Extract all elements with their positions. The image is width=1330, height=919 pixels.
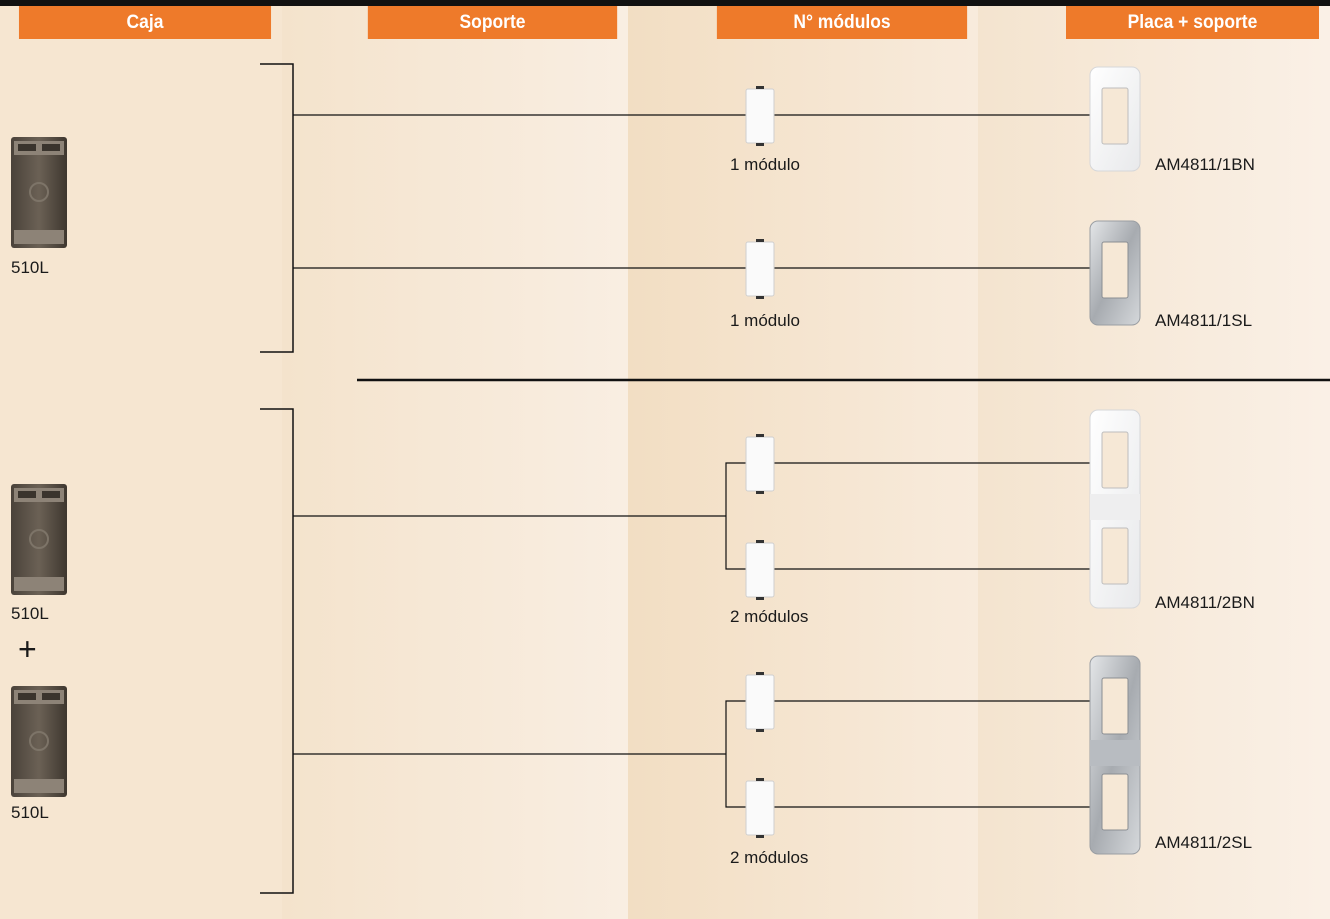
module-icon (745, 672, 775, 732)
bracket-group-1 (260, 63, 294, 353)
column-bg-soporte (282, 0, 628, 919)
box-label: 510L (11, 258, 49, 277)
top-bar (0, 0, 1330, 6)
plate-code: AM4811/2SL (1155, 833, 1253, 852)
connector-row-4 (293, 700, 1090, 808)
plate-silver-2-module-icon (1089, 655, 1141, 855)
header-modulos: N° módulos (716, 6, 968, 39)
plate-white-2-module-icon (1089, 409, 1141, 609)
header-placa: Placa + soporte (1066, 6, 1319, 39)
plate-white-1-module-icon (1089, 66, 1141, 172)
module-count-label: 2 módulos (730, 607, 809, 626)
module-icon (745, 778, 775, 838)
column-bg-modulos (628, 0, 978, 919)
module-icon (745, 434, 775, 494)
bracket-group-2 (260, 408, 294, 894)
plate-code: AM4811/2BN (1155, 593, 1255, 612)
box-510l-icon (11, 484, 67, 595)
box-510l-icon (11, 686, 67, 797)
header-caja: Caja (18, 6, 272, 39)
plate-code: AM4811/1SL (1155, 311, 1253, 330)
module-count-label: 1 módulo (730, 155, 800, 174)
plus-sign: + (18, 631, 37, 667)
column-bg-placa (978, 0, 1330, 919)
connector-row-3 (293, 462, 1090, 570)
module-icon (745, 239, 775, 299)
box-label: 510L (11, 803, 49, 822)
module-count-label: 2 módulos (730, 848, 809, 867)
module-icon (745, 86, 775, 146)
box-label: 510L (11, 604, 49, 623)
plate-code: AM4811/1BN (1155, 155, 1255, 174)
module-count-label: 1 módulo (730, 311, 800, 330)
module-icon (745, 540, 775, 600)
box-510l-icon (11, 137, 67, 248)
plate-silver-1-module-icon (1089, 220, 1141, 326)
header-soporte: Soporte (367, 6, 618, 39)
